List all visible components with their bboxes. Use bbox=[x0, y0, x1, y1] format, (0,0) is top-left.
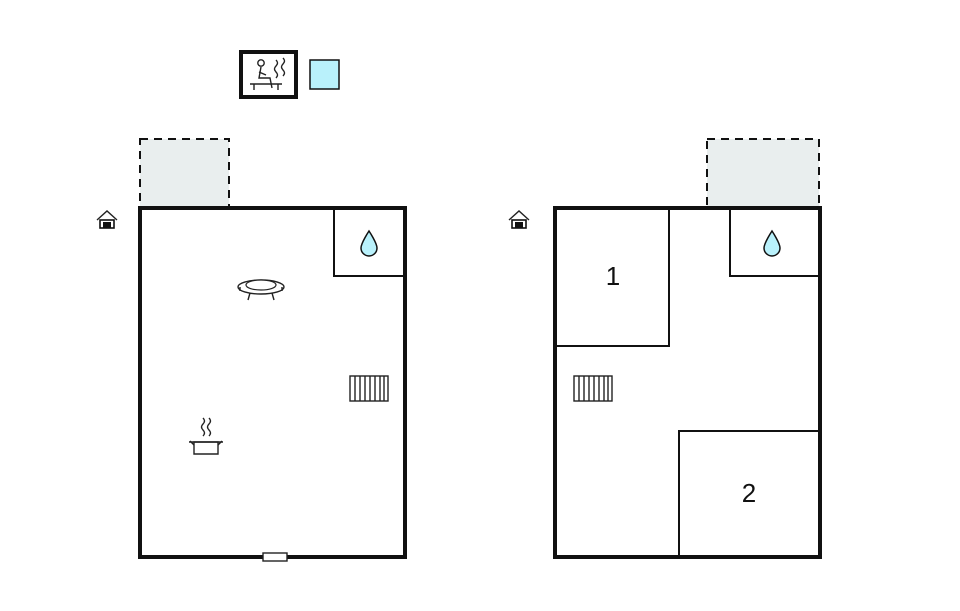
water-drop-icon bbox=[763, 229, 781, 257]
bathroom bbox=[333, 208, 405, 277]
entrance-icon bbox=[96, 210, 118, 229]
door-icon bbox=[262, 552, 288, 562]
ground-floor bbox=[96, 138, 407, 562]
room-2 bbox=[678, 430, 820, 557]
entrance-icon bbox=[508, 210, 530, 229]
room-2-label: 2 bbox=[742, 478, 756, 508]
room-1 bbox=[555, 208, 670, 347]
bathroom bbox=[729, 208, 820, 277]
terrace bbox=[706, 138, 820, 208]
pool-swatch-icon bbox=[309, 59, 340, 90]
sauna-icon bbox=[239, 50, 298, 99]
legend bbox=[239, 50, 340, 99]
room-1-label: 1 bbox=[606, 261, 620, 291]
radiator-icon bbox=[573, 375, 613, 402]
water-drop-icon bbox=[360, 229, 378, 257]
sofa-icon bbox=[237, 279, 285, 301]
radiator-icon bbox=[349, 375, 389, 402]
cooking-pot-icon bbox=[189, 417, 223, 455]
terrace bbox=[139, 138, 230, 208]
upper-floor: 1 2 bbox=[508, 138, 822, 559]
